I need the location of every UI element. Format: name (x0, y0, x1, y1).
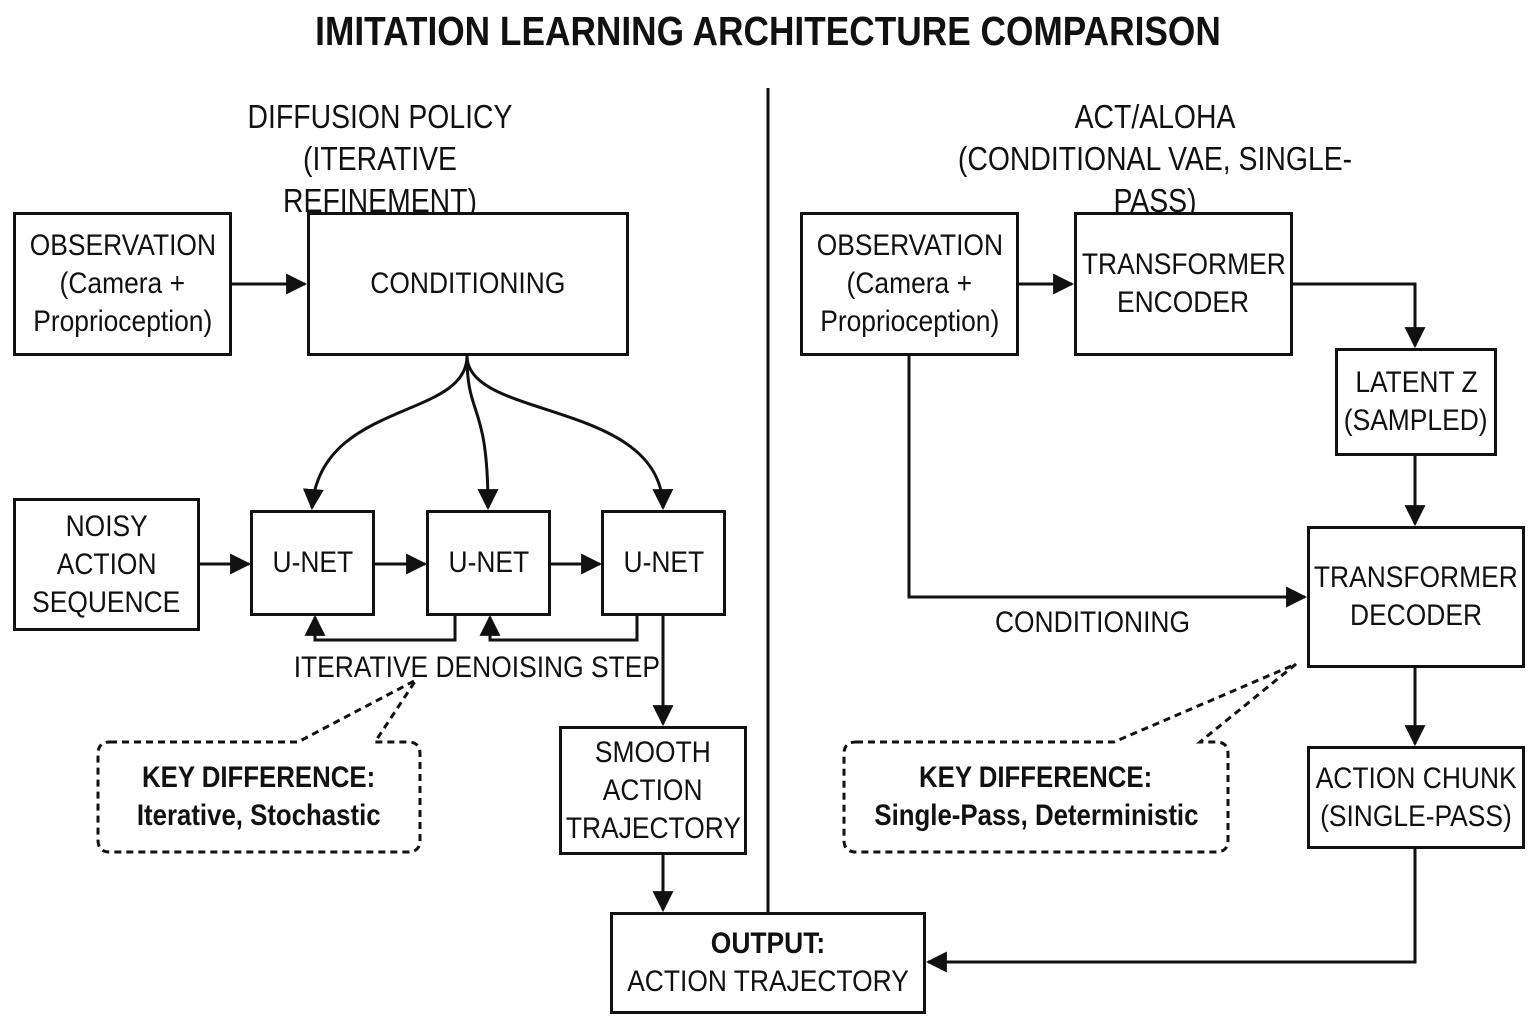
left-key-difference-text: Iterative, Stochastic (137, 799, 381, 832)
conditioning-box: CONDITIONING (307, 212, 629, 356)
transformer-decoder-box: TRANSFORMER DECODER (1307, 526, 1525, 668)
noisy-action-line-3: SEQUENCE (32, 585, 181, 619)
left-observation-line-2: (Camera + (59, 267, 186, 300)
noisy-action-box: NOISY ACTION SEQUENCE (13, 498, 200, 631)
transformer-encoder-line-1: TRANSFORMER (1081, 248, 1286, 281)
latent-z-line-2: (SAMPLED) (1344, 404, 1488, 437)
right-conditioning-label: CONDITIONING (994, 606, 1191, 639)
output-box: OUTPUT: ACTION TRAJECTORY (610, 912, 926, 1014)
left-heading-line-1: DIFFUSION POLICY (247, 98, 513, 135)
left-observation-line-1: OBSERVATION (29, 229, 216, 262)
latent-z-box: LATENT Z (SAMPLED) (1335, 348, 1497, 456)
callout-left-outline (96, 678, 422, 854)
arrow-encoder-to-latent (1292, 282, 1426, 349)
transformer-decoder-line-2: DECODER (1349, 599, 1482, 632)
noisy-action-line-1: NOISY (65, 509, 148, 543)
page-title: IMITATION LEARNING ARCHITECTURE COMPARIS… (315, 8, 1221, 54)
noisy-action-line-2: ACTION (56, 547, 157, 581)
arrow-conditioning-to-unet-2 (465, 355, 499, 511)
left-key-difference-callout: KEY DIFFERENCE: Iterative, Stochastic (98, 742, 420, 852)
smooth-trajectory-line-1: SMOOTH (595, 735, 711, 769)
unet-3-label: U-NET (623, 546, 704, 579)
smooth-trajectory-box: SMOOTH ACTION TRAJECTORY (559, 726, 747, 855)
unet-1-label: U-NET (272, 546, 353, 579)
output-title: OUTPUT: (710, 927, 826, 960)
right-observation-line-2: (Camera + (846, 267, 973, 300)
unet-2-label: U-NET (448, 546, 529, 579)
arrow-conditioning-to-unet-3 (465, 355, 674, 511)
unet-box-2: U-NET (426, 510, 551, 616)
unet-box-1: U-NET (250, 510, 375, 616)
left-heading: DIFFUSION POLICY (ITERATIVE REFINEMENT) (208, 96, 552, 222)
right-heading-line-1: ACT/ALOHA (1074, 98, 1236, 135)
feedback-loop-unet-3-to-unet-2 (479, 614, 639, 642)
action-chunk-box: ACTION CHUNK (SINGLE-PASS) (1307, 746, 1525, 849)
arrow-observation-to-decoder (907, 354, 1308, 608)
action-chunk-line-2: (SINGLE-PASS) (1320, 799, 1512, 833)
left-observation-line-3: Proprioception) (32, 305, 213, 338)
callout-right-outline (842, 662, 1297, 854)
right-key-difference-title: KEY DIFFERENCE: (919, 761, 1153, 794)
left-observation-box: OBSERVATION (Camera + Proprioception) (13, 212, 232, 356)
right-key-difference-callout: KEY DIFFERENCE: Single-Pass, Determinist… (844, 742, 1228, 852)
right-observation-line-3: Proprioception) (819, 305, 1000, 338)
transformer-encoder-box: TRANSFORMER ENCODER (1074, 212, 1293, 356)
transformer-encoder-line-2: ENCODER (1117, 286, 1250, 319)
smooth-trajectory-line-2: ACTION (603, 773, 703, 807)
output-text: ACTION TRAJECTORY (627, 965, 909, 998)
right-heading: ACT/ALOHA (CONDITIONAL VAE, SINGLE-PASS) (919, 96, 1392, 222)
feedback-loop-unet-2-to-unet-1 (304, 614, 457, 642)
action-chunk-line-1: ACTION CHUNK (1315, 761, 1517, 795)
conditioning-label: CONDITIONING (370, 267, 566, 300)
arrow-action-chunk-to-output (925, 848, 1417, 973)
left-heading-line-2: (ITERATIVE REFINEMENT) (283, 140, 477, 219)
smooth-trajectory-line-3: TRAJECTORY (565, 811, 741, 845)
arrow-conditioning-to-unet-1 (302, 355, 469, 511)
left-key-difference-title: KEY DIFFERENCE: (142, 761, 376, 794)
right-key-difference-text: Single-Pass, Deterministic (873, 799, 1199, 832)
right-observation-line-1: OBSERVATION (816, 229, 1003, 262)
unet-box-3: U-NET (601, 510, 726, 616)
right-observation-box: OBSERVATION (Camera + Proprioception) (800, 212, 1019, 356)
latent-z-line-1: LATENT Z (1354, 366, 1478, 399)
right-heading-line-2: (CONDITIONAL VAE, SINGLE-PASS) (957, 140, 1353, 219)
transformer-decoder-line-1: TRANSFORMER (1314, 561, 1518, 594)
iterative-denoising-label: ITERATIVE DENOISING STEP (293, 651, 660, 684)
